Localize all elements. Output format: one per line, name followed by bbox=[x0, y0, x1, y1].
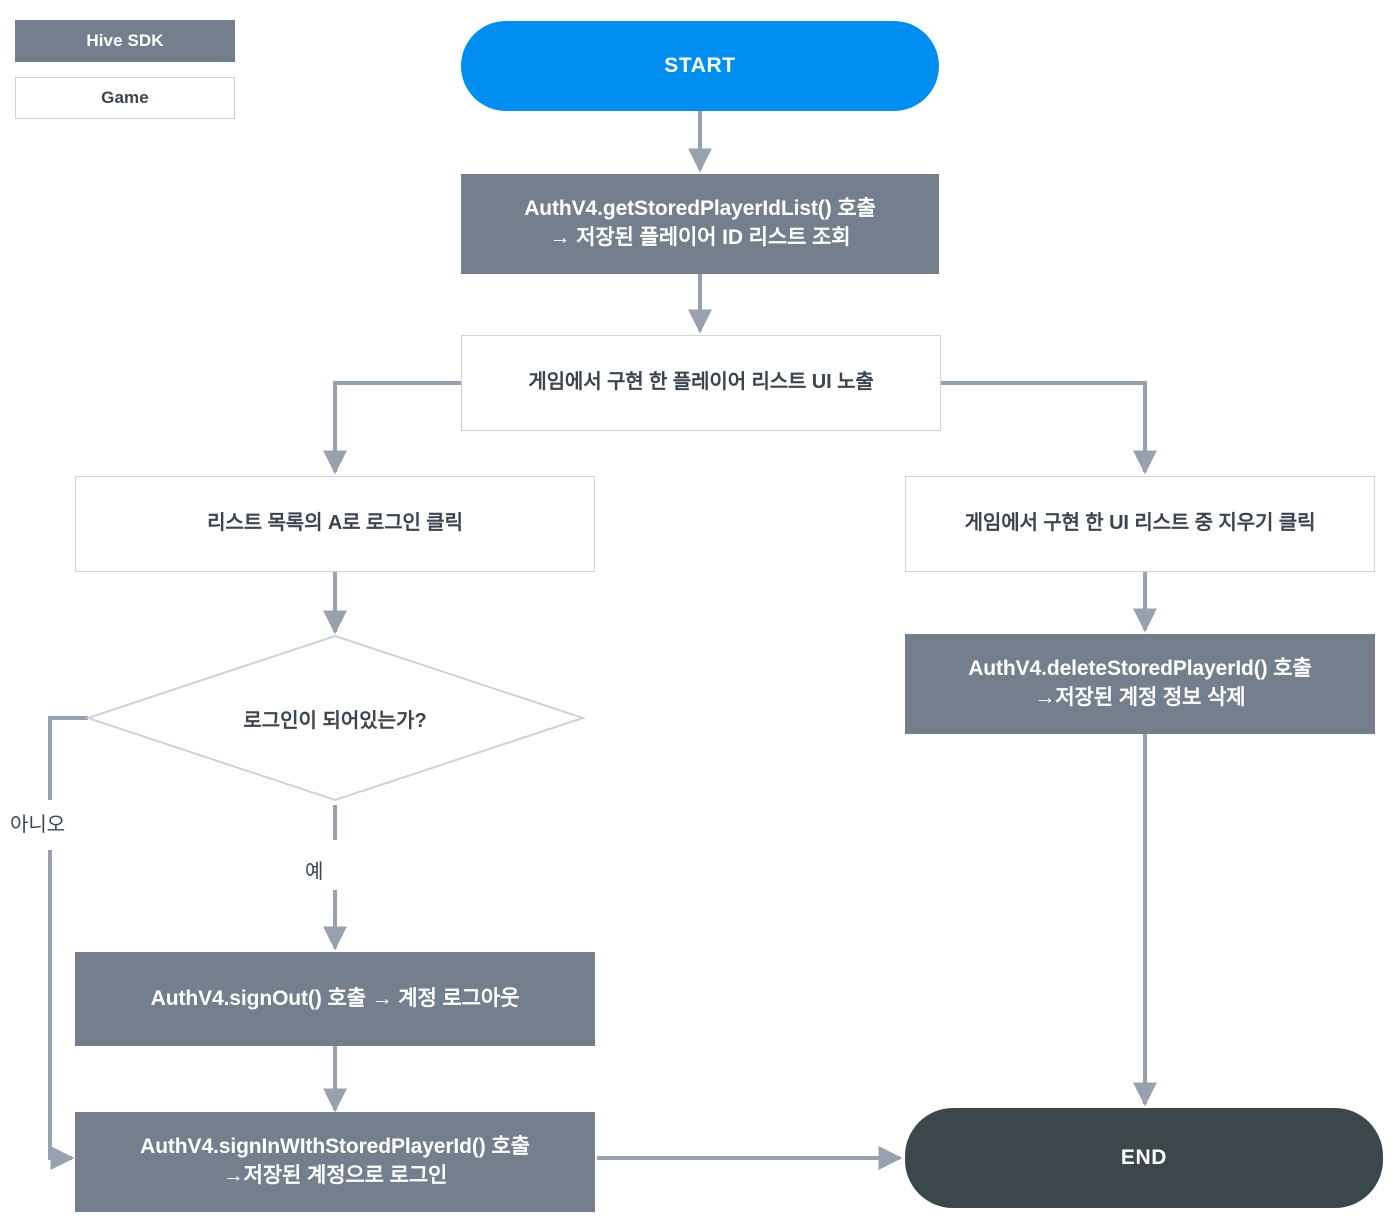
node-delete-stored-player-id: AuthV4.deleteStoredPlayerId() 호출 →저장된 계정… bbox=[905, 634, 1375, 734]
node-get-stored-player-id-list: AuthV4.getStoredPlayerIdList() 호출 → 저장된 … bbox=[461, 174, 939, 274]
node-sign-in-with-stored-player-id-line1: AuthV4.signInWIthStoredPlayerId() 호출 bbox=[140, 1135, 530, 1159]
edge-show-list-ui-to-click-login-a bbox=[323, 381, 461, 475]
node-sign-out: AuthV4.signOut() 호출 → 계정 로그아웃 bbox=[75, 952, 595, 1046]
edge-label-yes-text: 예 bbox=[305, 861, 324, 883]
node-click-login-with-a-label: 리스트 목록의 A로 로그인 클릭 bbox=[207, 512, 463, 535]
decision-diamond-is-logged-in bbox=[84, 634, 587, 802]
node-delete-stored-player-id-line2: →저장된 계정 정보 삭제 bbox=[1034, 686, 1246, 709]
node-get-stored-player-id-list-line2: → 저장된 플레이어 ID 리스트 조회 bbox=[549, 226, 851, 249]
node-click-delete-in-ui-list-label: 게임에서 구현 한 UI 리스트 중 지우기 클릭 bbox=[964, 512, 1316, 535]
legend-label-game: Game bbox=[101, 88, 149, 107]
node-click-delete-in-ui-list: 게임에서 구현 한 UI 리스트 중 지우기 클릭 bbox=[905, 476, 1375, 572]
node-delete-stored-player-id-line1: AuthV4.deleteStoredPlayerId() 호출 bbox=[968, 657, 1312, 681]
edge-label-yes: 예 bbox=[305, 855, 323, 884]
node-end: END bbox=[905, 1108, 1383, 1208]
node-get-stored-player-id-list-line1: AuthV4.getStoredPlayerIdList() 호출 bbox=[524, 197, 876, 221]
node-start-label: START bbox=[664, 53, 736, 77]
legend-item-game: Game bbox=[15, 77, 235, 119]
node-click-login-with-a: 리스트 목록의 A로 로그인 클릭 bbox=[75, 476, 595, 572]
decision-label-text: 로그인이 되어있는가? bbox=[243, 709, 427, 732]
node-end-label: END bbox=[1120, 1145, 1168, 1169]
node-sign-out-label: AuthV4.signOut() 호출 → 계정 로그아웃 bbox=[150, 986, 520, 1010]
edge-label-no-text: 아니오 bbox=[10, 814, 66, 836]
edge-label-no: 아니오 bbox=[10, 808, 65, 837]
edge-show-list-ui-to-click-delete bbox=[940, 381, 1157, 475]
node-sign-in-with-stored-player-id-line2: →저장된 계정으로 로그인 bbox=[222, 1164, 448, 1187]
legend-item-hive-sdk: Hive SDK bbox=[15, 20, 235, 62]
node-sign-in-with-stored-player-id: AuthV4.signInWIthStoredPlayerId() 호출 →저장… bbox=[75, 1112, 595, 1212]
legend-label-hive-sdk: Hive SDK bbox=[86, 31, 164, 50]
node-show-player-list-ui-label: 게임에서 구현 한 플레이어 리스트 UI 노출 bbox=[528, 371, 874, 394]
node-decision-is-logged-in-label: 로그인이 되어있는가? bbox=[160, 696, 510, 740]
node-start: START bbox=[461, 21, 939, 111]
node-show-player-list-ui: 게임에서 구현 한 플레이어 리스트 UI 노출 bbox=[461, 335, 941, 431]
edge-decision-no-to-sign-in bbox=[50, 716, 88, 1158]
